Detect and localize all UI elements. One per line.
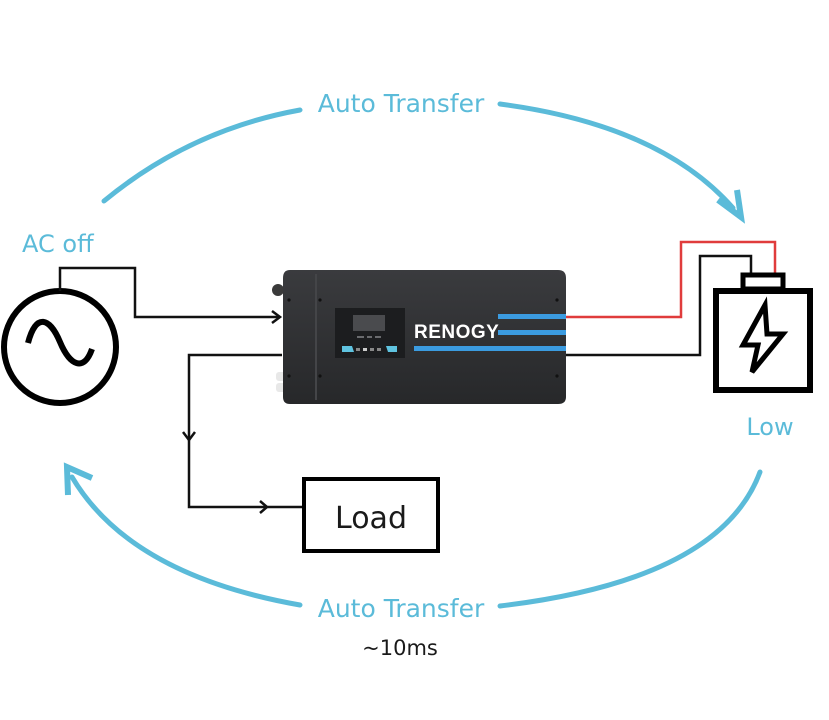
bottom-transfer-label: Auto Transfer: [318, 594, 485, 623]
transfer-time-label: ~10ms: [362, 636, 438, 660]
ac-source-icon: [1, 288, 119, 406]
arrowhead-icon: [716, 189, 746, 224]
lightning-bolt-icon: [738, 296, 789, 374]
lcd-panel: [335, 308, 405, 358]
arrowhead-icon: [271, 310, 283, 324]
battery-negative-wire: [566, 254, 753, 357]
arrowhead-icon: [259, 500, 269, 514]
battery-icon: [713, 272, 813, 393]
ac-input-wire: [58, 266, 280, 319]
load-output-wire: [187, 353, 303, 509]
arrowhead-icon: [63, 462, 94, 496]
ac-source-label: AC off: [22, 230, 94, 258]
battery-status-label: Low: [746, 413, 793, 441]
top-transfer-label: Auto Transfer: [318, 89, 485, 118]
load-box: [302, 477, 440, 553]
load-label: Load: [335, 501, 407, 536]
inverter-charger-device: RENOGY: [272, 270, 566, 404]
top-transfer-arrow: [101, 101, 746, 224]
brand-logo: RENOGY: [414, 322, 499, 343]
battery-positive-wire: [566, 240, 777, 319]
arrowhead-icon: [182, 431, 196, 443]
bottom-transfer-arrow: [63, 462, 763, 609]
